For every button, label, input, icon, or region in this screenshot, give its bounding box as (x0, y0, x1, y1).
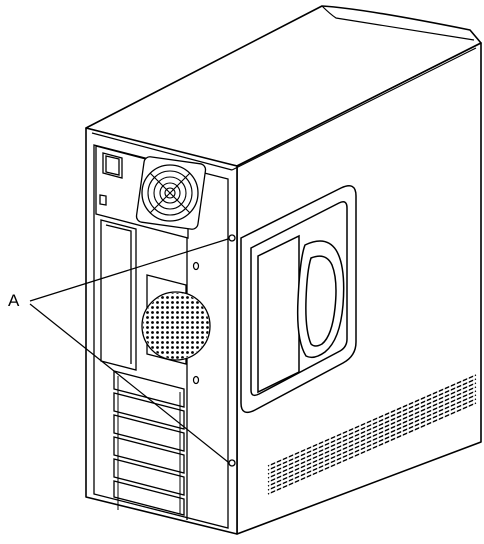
rear-fan-grill-icon (143, 293, 209, 359)
io-opening (100, 219, 137, 371)
expansion-slots (113, 370, 185, 516)
callout-label: A (8, 291, 20, 310)
side-panel-handle (240, 185, 357, 414)
callout-leader-lines (29, 238, 229, 463)
thumbscrew-lower (228, 459, 236, 467)
thumbscrew-upper (228, 234, 236, 242)
case-top-panel (85, 5, 482, 167)
